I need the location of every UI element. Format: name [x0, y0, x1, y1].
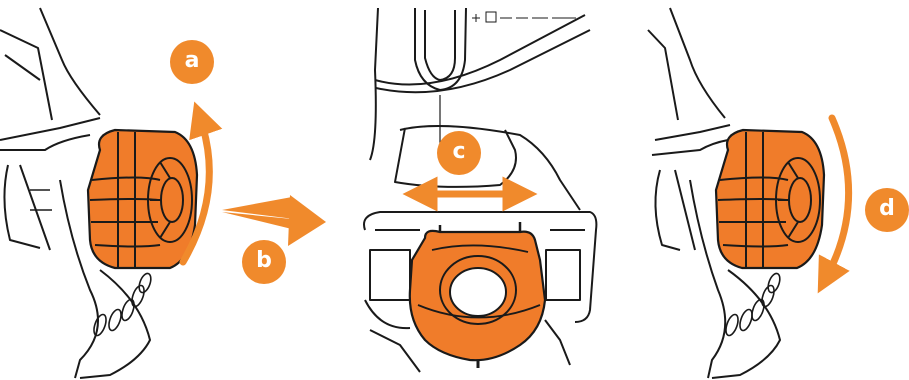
panel-2-top-detail — [472, 12, 576, 22]
step-label-a: a — [185, 48, 200, 73]
step-badge-b: b — [242, 240, 286, 284]
step-badge-d: d — [865, 188, 909, 232]
knob-panel-3 — [716, 130, 824, 268]
step-label-c: c — [452, 139, 465, 164]
step-badge-a: a — [170, 40, 214, 84]
arrow-right-icon-head — [288, 195, 326, 246]
panel-3-slots — [724, 272, 783, 337]
curved-arrow-down-icon — [826, 118, 849, 278]
knob-panel-1 — [88, 130, 197, 268]
panel-1-slots — [92, 272, 154, 337]
step-label-d: d — [879, 196, 895, 221]
locking-ring — [410, 231, 545, 368]
step-badge-c: c — [437, 131, 481, 175]
step-label-b: b — [256, 248, 272, 273]
